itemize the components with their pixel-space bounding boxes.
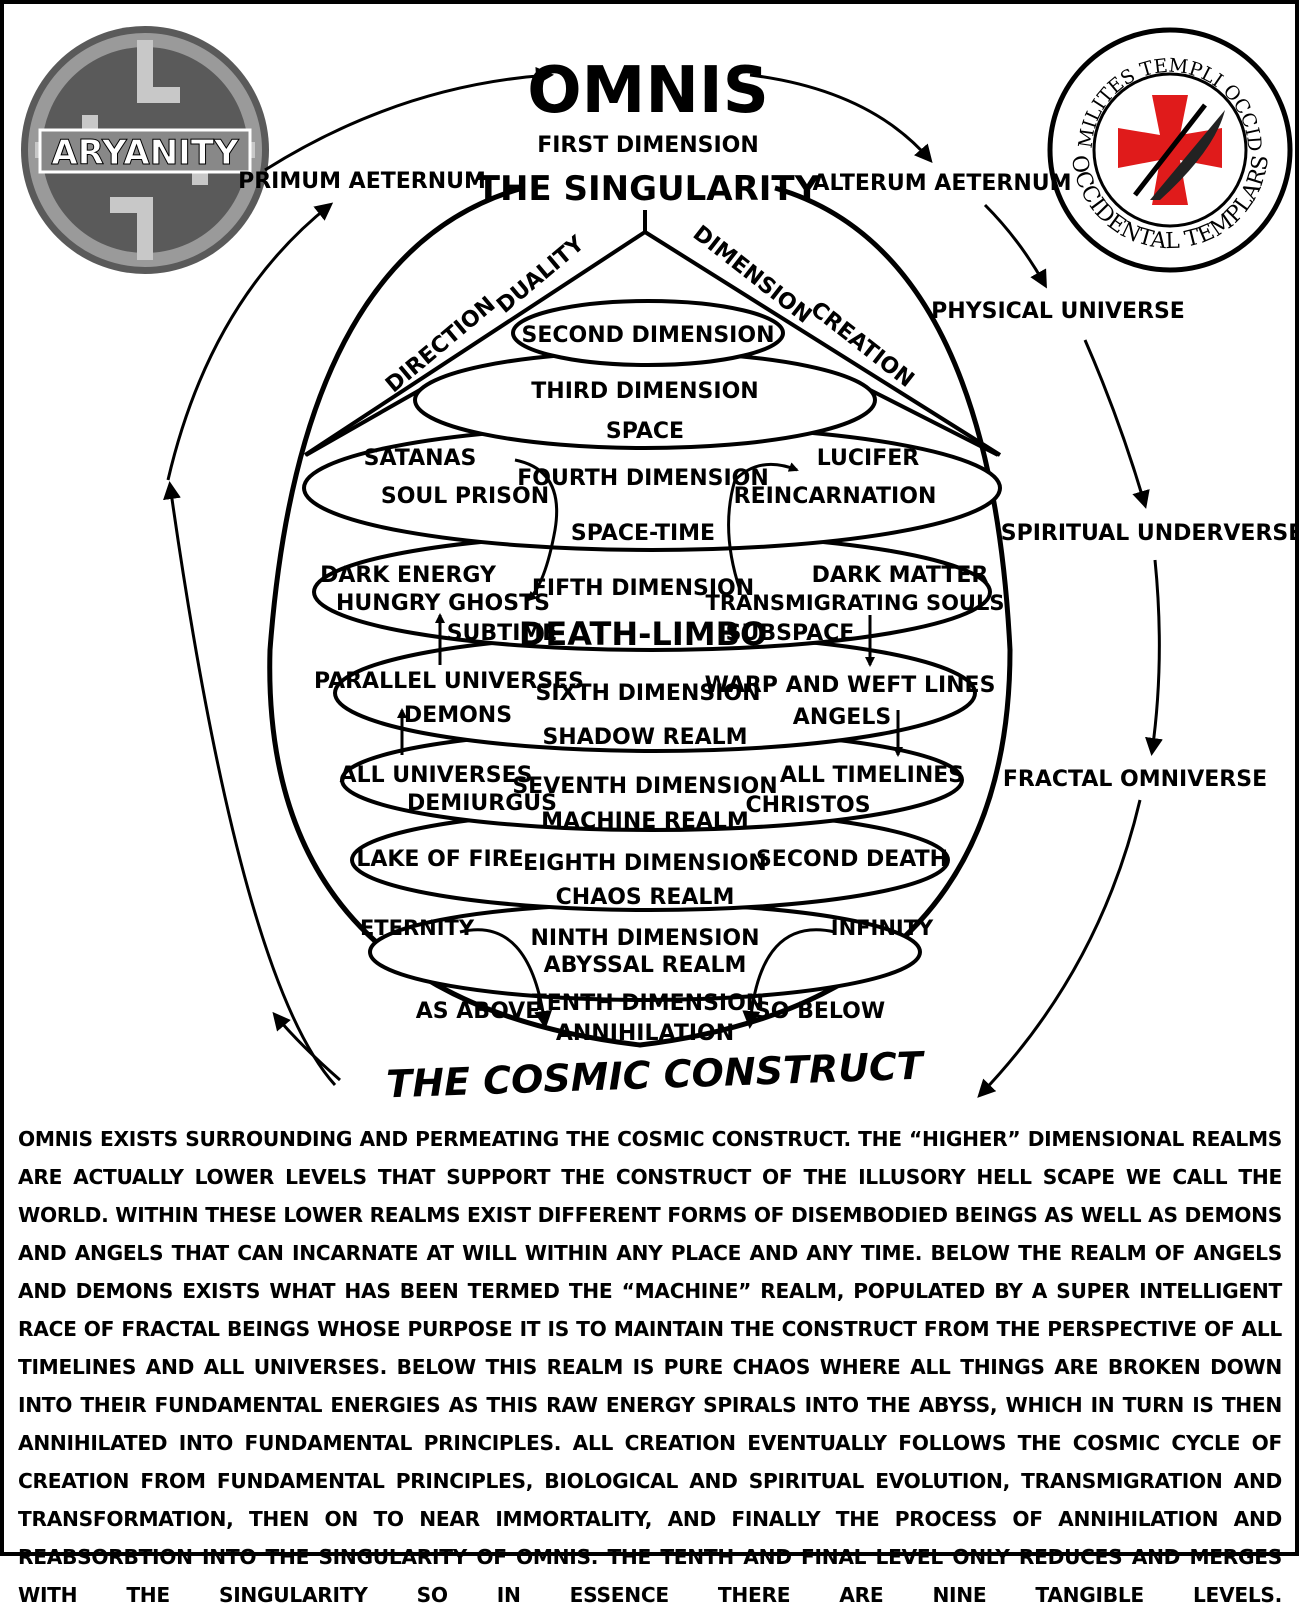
chaos-realm-label: CHAOS REALM (556, 885, 735, 910)
primum-aeternum-label: PRIMUM AETERNUM (238, 169, 486, 194)
omnis-title: OMNIS (527, 54, 769, 128)
sword-icon (1133, 103, 1207, 197)
eighth-dimension-label: EIGHTH DIMENSION (523, 851, 767, 876)
ring-second (511, 299, 785, 367)
annihilation-label: ANNIHILATION (556, 1021, 734, 1046)
arrow-physical-to-spiritual (1083, 339, 1150, 509)
sixth-dimension-label: SIXTH DIMENSION (536, 681, 761, 706)
reincarnation-label: REINCARNATION (734, 484, 937, 509)
transmigrating-souls-label: TRANSMIGRATING SOULS (706, 591, 1005, 615)
arrow-soul-prison-down (514, 458, 559, 602)
space-time-label: SPACE-TIME (571, 521, 715, 546)
spiritual-underverse-label: SPIRITUAL UNDERVERSE (1001, 521, 1299, 546)
abyssal-realm-label: ABYSSAL REALM (544, 953, 747, 978)
alterum-aeternum-label: ALTERUM AETERNUM (813, 171, 1072, 196)
infinity-label: INFINITY (831, 916, 934, 940)
arrow-alterum-to-physical (983, 203, 1047, 289)
fractal-omniverse-label: FRACTAL OMNIVERSE (1003, 767, 1267, 792)
arrow-omnis-to-alterum (749, 73, 933, 164)
aryanity-text: ARYANITY (51, 133, 239, 173)
dimension-rings (302, 299, 1002, 1002)
arrow-construct-upward (163, 481, 337, 1087)
warp-and-weft-label: WARP AND WEFT LINES (705, 673, 996, 698)
quill-icon (1150, 110, 1225, 200)
arrow-eternity-down (459, 928, 553, 1029)
demiurgus-label: DEMIURGUS (407, 791, 557, 816)
arrow-fractal-to-construct (977, 799, 1142, 1098)
cosmic-construct-title: THE COSMIC CONSTRUCT (386, 1044, 927, 1107)
demons-label: DEMONS (404, 703, 512, 728)
christos-label: CHRISTOS (745, 793, 870, 818)
logo-banner (38, 128, 252, 174)
satanas-label: SATANAS (364, 446, 477, 471)
inner-arrows (397, 458, 903, 1029)
cosmic-construct-diagram: ARYANITY ORDO MILITES TEMPLI OCCIDENTIS … (0, 0, 1299, 1107)
arrow-reincarnation-up (727, 462, 799, 591)
ninth-dimension-label: NINTH DIMENSION (530, 926, 759, 951)
cycle-arrows (163, 66, 1163, 1098)
first-dimension-label: FIRST DIMENSION (537, 133, 759, 158)
cosmic-egg-outline (267, 185, 1013, 1048)
arrow-infinity-down (742, 928, 836, 1029)
lake-of-fire-label: LAKE OF FIRE (356, 847, 523, 872)
eternity-label: ETERNITY (360, 916, 475, 940)
machine-realm-label: MACHINE REALM (541, 809, 749, 834)
seventh-dimension-label: SEVENTH DIMENSION (512, 774, 777, 799)
soul-prison-label: SOUL PRISON (381, 484, 549, 509)
tenth-dimension-label: TENTH DIMENSION (532, 991, 764, 1016)
second-dimension-label: SECOND DIMENSION (522, 323, 775, 348)
fifth-dimension-label: FIFTH DIMENSION (532, 576, 754, 601)
second-death-label: SECOND DEATH (756, 847, 948, 872)
as-above-label: AS ABOVE (416, 999, 541, 1024)
dark-matter-label: DARK MATTER (812, 563, 989, 588)
singularity-label: THE SINGULARITY (477, 169, 820, 209)
death-limbo-label: DEATH-LIMBO (519, 615, 767, 653)
arrow-to-primum (166, 202, 334, 481)
dark-energy-label: DARK ENERGY (320, 563, 497, 588)
third-dimension-label: THIRD DIMENSION (531, 379, 758, 404)
aryanity-logo: ARYANITY (21, 26, 269, 274)
arrow-lower-left (272, 1011, 341, 1082)
description-paragraph: OMNIS EXISTS SURROUNDING AND PERMEATING … (18, 1127, 1282, 1607)
all-timelines-label: ALL TIMELINES (780, 763, 964, 788)
shadow-realm-label: SHADOW REALM (542, 725, 747, 750)
all-universes-label: ALL UNIVERSES (340, 763, 533, 788)
arrow-primum-to-omnis (264, 66, 554, 172)
subspace-label: SUBSPACE (726, 621, 855, 646)
space-label: SPACE (606, 419, 684, 444)
parallel-universes-label: PARALLEL UNIVERSES (314, 669, 584, 694)
arrow-spiritual-to-fractal (1145, 559, 1163, 756)
lucifer-label: LUCIFER (817, 446, 919, 471)
hungry-ghosts-label: HUNGRY GHOSTS (336, 591, 550, 616)
fourth-dimension-label: FOURTH DIMENSION (517, 466, 769, 491)
angels-label: ANGELS (793, 705, 891, 730)
so-below-label: SO BELOW (755, 999, 885, 1024)
physical-universe-label: PHYSICAL UNIVERSE (931, 299, 1185, 324)
subtime-label: SUBTIME (447, 621, 558, 646)
branch-lines (303, 210, 1002, 457)
